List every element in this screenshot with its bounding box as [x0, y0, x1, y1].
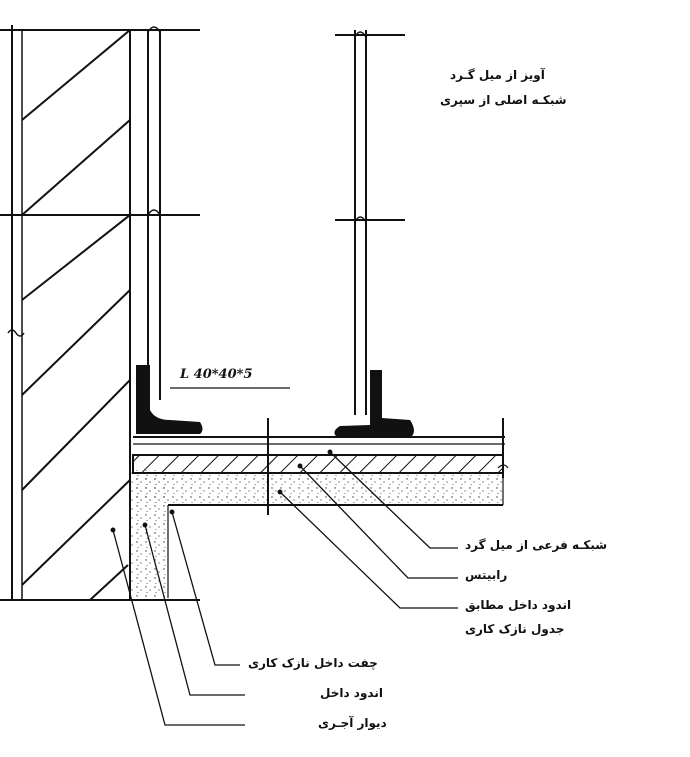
callout-ceiling-plaster-1: اندود داخل مطابق	[465, 598, 572, 612]
angle-profiles	[136, 365, 414, 438]
callout-brick-wall: دیوار آجـری	[318, 716, 387, 730]
ceiling-layers	[132, 418, 509, 515]
hanger-label-line2: شبکـه اصلی از سپری	[440, 93, 567, 107]
callout-secondary-grid: شبکـه فرعی از میل گرد	[465, 538, 608, 552]
callout-ceiling-plaster-2: جدول نازک کاری	[465, 622, 565, 636]
leader-lines	[110, 449, 458, 726]
callout-rabitz: رابیتس	[465, 568, 508, 582]
callout-finish-groove: چفت داخل نازک کاری	[248, 656, 378, 670]
profile-label: L 40*40*5	[180, 367, 253, 382]
brick-wall	[0, 25, 200, 601]
callout-wall-plaster: اندود داخل	[320, 686, 383, 700]
hanger-label-line1: آویز از میل گـرد	[450, 68, 545, 82]
hanger-rods	[147, 26, 405, 415]
